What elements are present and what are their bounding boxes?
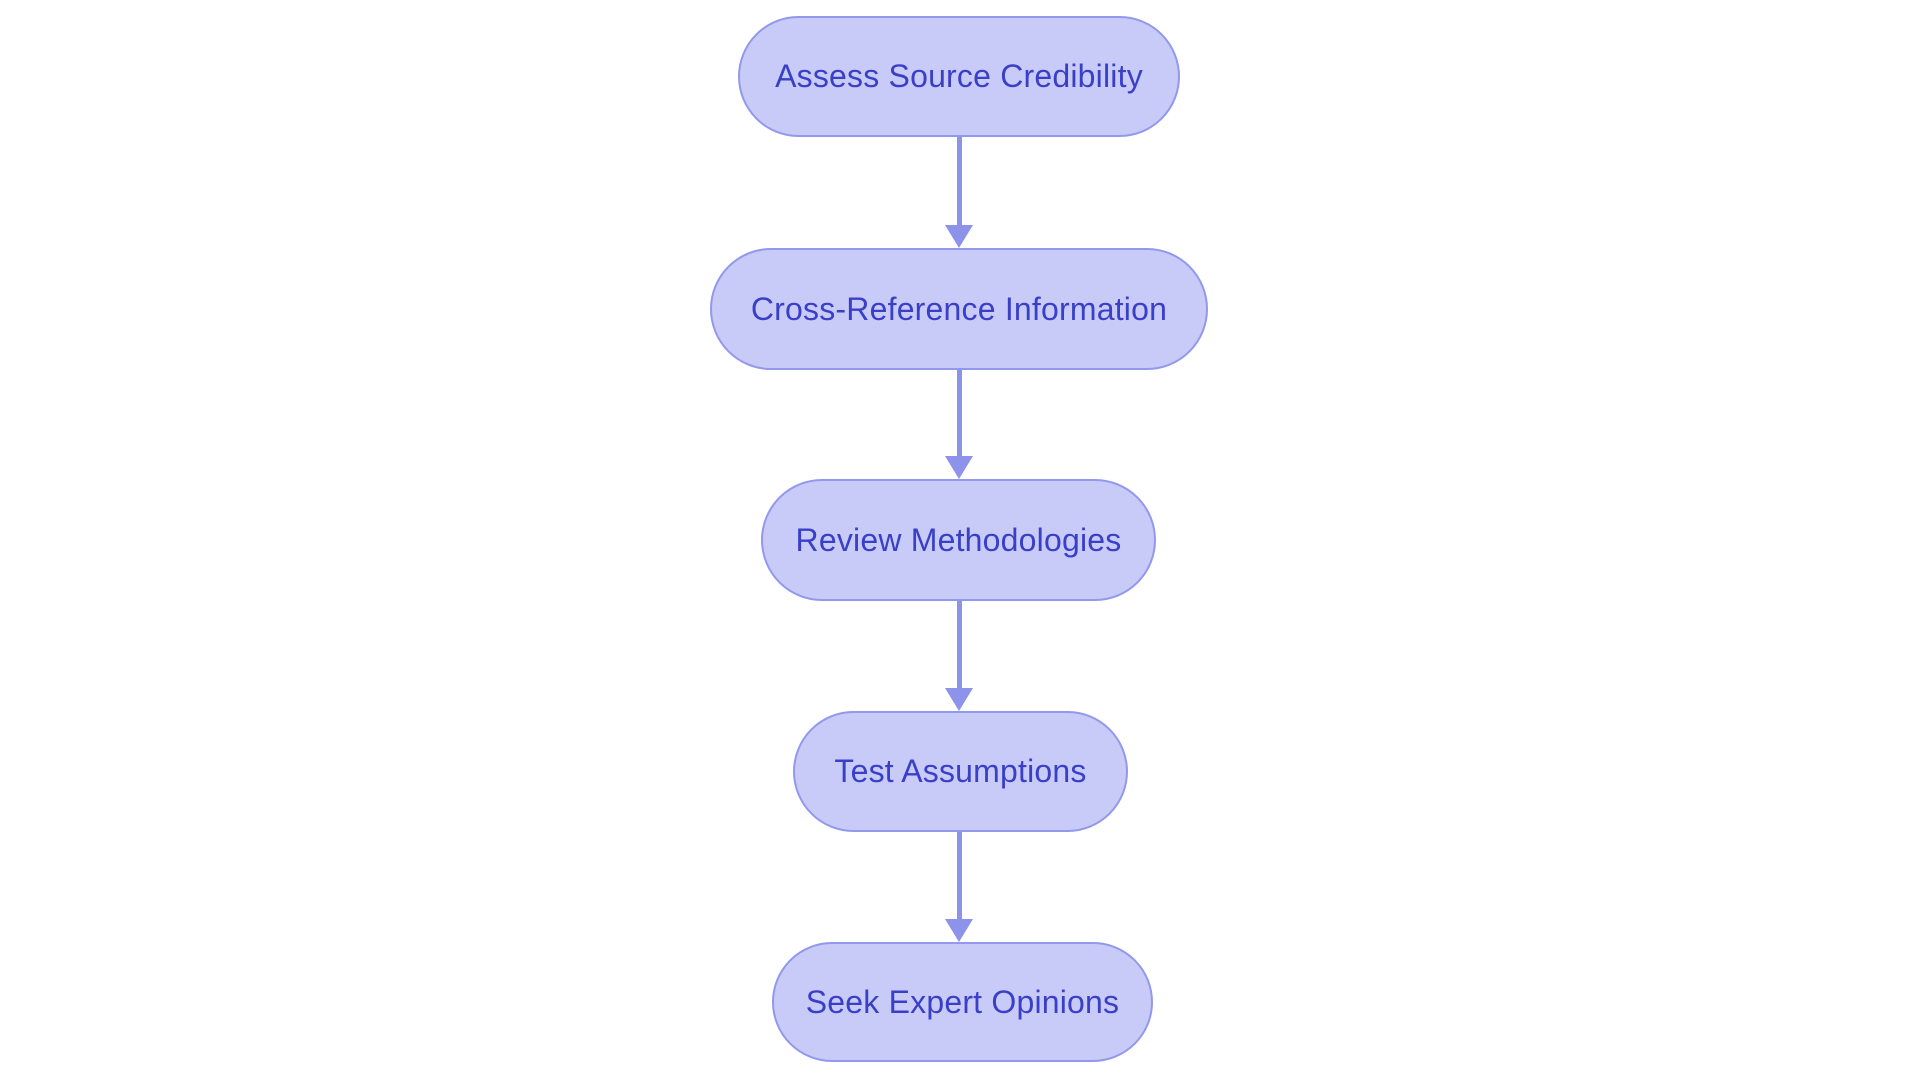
- arrow-head-down-icon: [945, 688, 973, 711]
- flow-node-label: Cross-Reference Information: [750, 290, 1168, 327]
- flow-arrow-3: [945, 601, 973, 711]
- flow-node-review-methodologies: Review Methodologies: [761, 479, 1156, 601]
- arrow-head-down-icon: [945, 456, 973, 479]
- flow-node-label: Assess Source Credibility: [775, 58, 1143, 94]
- flow-arrow-4: [945, 832, 973, 942]
- flow-node-test-assumptions: Test Assumptions: [793, 711, 1128, 832]
- arrow-line: [956, 832, 962, 919]
- arrow-head-down-icon: [945, 225, 973, 248]
- arrow-head-down-icon: [945, 919, 973, 942]
- flow-node-label: Review Methodologies: [795, 521, 1122, 558]
- flow-arrow-2: [945, 370, 973, 479]
- flow-node-cross-reference-information: Cross-Reference Information: [710, 248, 1208, 370]
- flow-arrow-1: [945, 137, 973, 248]
- flow-node-assess-source-credibility: Assess Source Credibility: [738, 16, 1180, 137]
- arrow-line: [956, 601, 962, 688]
- flow-node-seek-expert-opinions: Seek Expert Opinions: [772, 942, 1153, 1062]
- arrow-line: [956, 137, 962, 225]
- flow-node-label: Test Assumptions: [834, 753, 1087, 789]
- arrow-line: [956, 370, 962, 456]
- flow-node-label: Seek Expert Opinions: [805, 983, 1120, 1020]
